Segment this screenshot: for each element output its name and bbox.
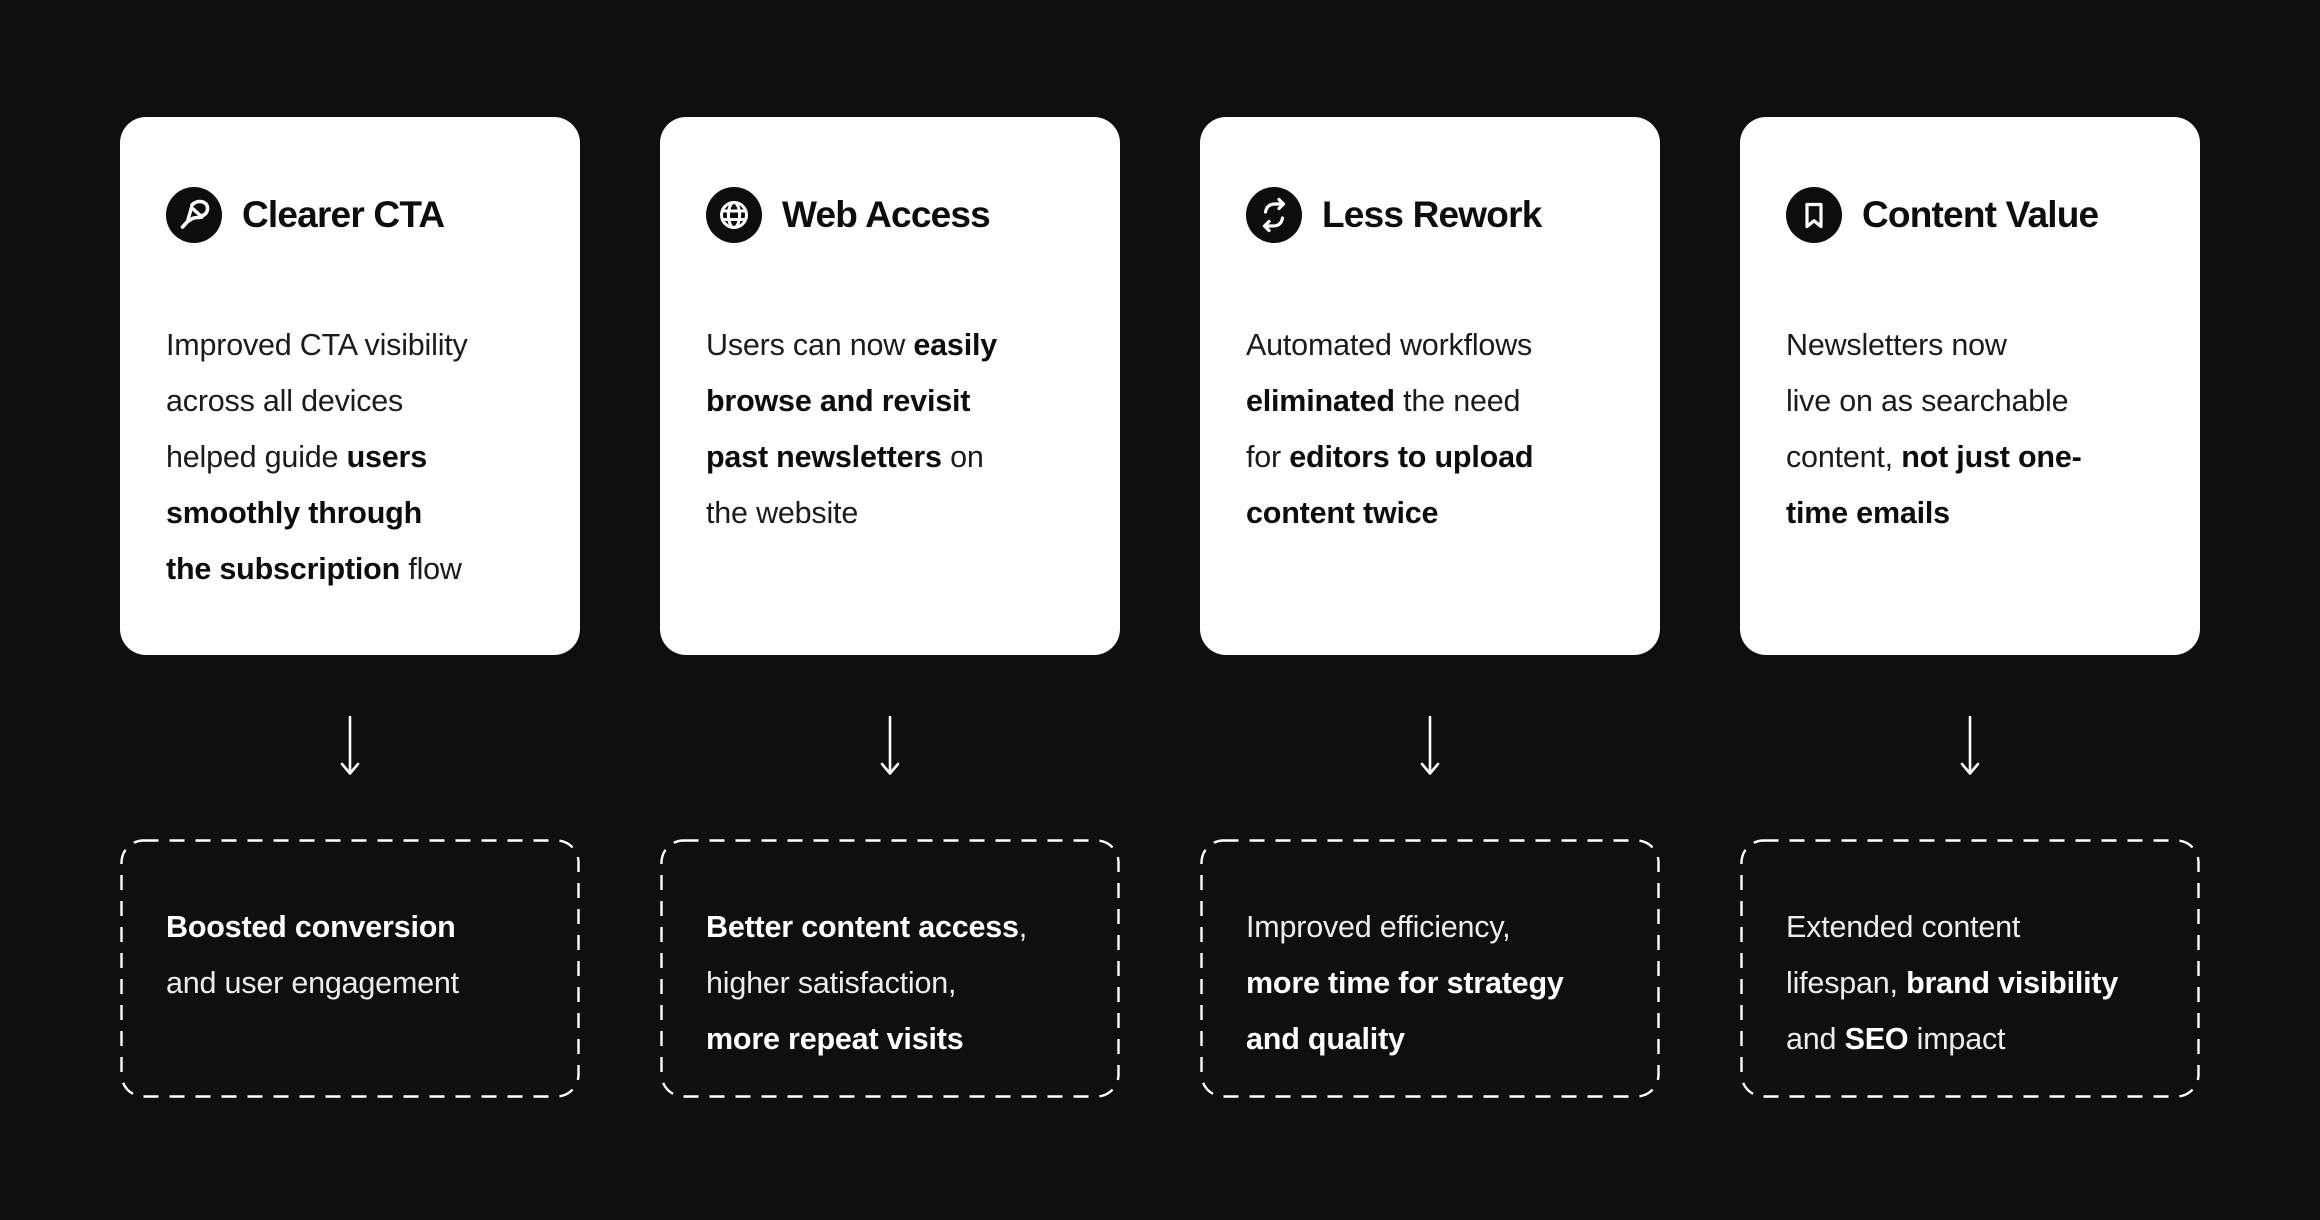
card-header: Less Rework — [1246, 187, 1616, 243]
card-title: Web Access — [782, 194, 991, 235]
outcome-text: Improved efficiency,more time for strate… — [1246, 910, 1564, 1056]
dashed-border — [120, 839, 580, 1098]
card-header: Content Value — [1786, 187, 2156, 243]
card-header: Clearer CTA — [166, 187, 536, 243]
globe-icon — [706, 187, 762, 243]
send-cursor-icon — [166, 187, 222, 243]
repeat-icon — [1246, 187, 1302, 243]
down-arrow-icon — [1417, 715, 1443, 779]
outcome-box: Better content access,higher satisfactio… — [660, 839, 1120, 1098]
dashed-border — [660, 839, 1120, 1098]
card-title: Content Value — [1862, 194, 2099, 235]
card-header: Web Access — [706, 187, 1076, 243]
down-arrow-icon — [877, 715, 903, 779]
down-arrow-icon — [337, 715, 363, 779]
outcome-box: Improved efficiency,more time for strate… — [1200, 839, 1660, 1098]
outcome-text: Better content access,higher satisfactio… — [706, 910, 1028, 1056]
down-arrow-icon — [1957, 715, 1983, 779]
dashed-border — [1740, 839, 2200, 1098]
dashed-border — [1200, 839, 1660, 1098]
card-title: Less Rework — [1322, 194, 1542, 235]
card-title: Clearer CTA — [242, 194, 445, 235]
bookmark-icon — [1786, 187, 1842, 243]
